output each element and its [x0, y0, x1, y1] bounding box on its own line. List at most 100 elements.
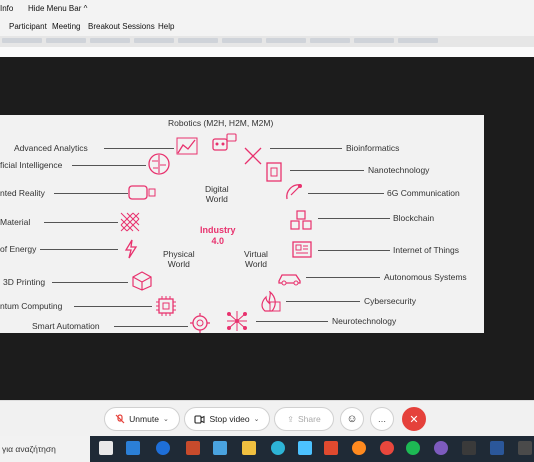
left-label-energy: of Energy — [0, 244, 37, 254]
video-camera-icon — [194, 414, 205, 424]
menu-breakout-sessions[interactable]: Breakout Sessions — [88, 22, 155, 31]
mail-icon[interactable] — [213, 441, 227, 455]
quantum-chip-icon — [156, 296, 176, 316]
blockchain-icon — [290, 210, 312, 230]
connector-line — [104, 148, 174, 149]
iot-screen-icon — [292, 241, 312, 258]
browser-tab — [398, 38, 438, 43]
right-label-nanotech: Nanotechnology — [368, 165, 430, 175]
task-view-icon[interactable] — [99, 441, 113, 455]
left-label-reality: nted Reality — [0, 188, 45, 198]
brain-icon — [148, 153, 170, 175]
word-icon[interactable] — [490, 441, 504, 455]
viber-icon[interactable] — [434, 441, 448, 455]
connector-line — [40, 249, 118, 250]
physical-world-label: Physical World — [163, 249, 195, 269]
file-explorer-icon[interactable] — [242, 441, 256, 455]
share-button[interactable]: ⇪ Share — [274, 407, 334, 431]
connector-line — [72, 165, 146, 166]
edge-icon[interactable] — [271, 441, 285, 455]
right-label-blockchain: Blockchain — [393, 213, 435, 223]
chevron-down-icon[interactable]: ⌄ — [253, 416, 260, 423]
menu-help[interactable]: Help — [158, 22, 175, 31]
digital-world-label: Digital World — [205, 184, 229, 204]
connector-line — [256, 321, 328, 322]
taskbar-search-box[interactable]: για αναζήτηση — [0, 436, 90, 462]
connector-line — [308, 193, 384, 194]
left-label-ai: ficial Intelligence — [0, 160, 63, 170]
left-label-automation: Smart Automation — [32, 321, 100, 331]
left-label-3d-printing: 3D Printing — [3, 277, 46, 287]
firefox-icon[interactable] — [352, 441, 366, 455]
connector-line — [318, 250, 390, 251]
robot-icon — [212, 133, 237, 151]
stop-video-label: Stop video — [209, 414, 250, 424]
robotics-label: Robotics (M2H, H2M, M2M) — [168, 118, 274, 128]
store-icon[interactable] — [126, 441, 140, 455]
connector-line — [286, 301, 360, 302]
dna-icon — [244, 147, 262, 165]
app-icon[interactable] — [298, 441, 312, 455]
menu-bar: Info Hide Menu Bar ^ Participant Meeting… — [0, 0, 534, 36]
connector-line — [306, 277, 380, 278]
connector-line — [44, 222, 118, 223]
browser-tab — [134, 38, 174, 43]
left-label-material: Material — [0, 217, 31, 227]
menu-participant[interactable]: Participant — [9, 22, 47, 31]
nanotech-chip-icon — [266, 162, 282, 182]
analytics-chart-icon — [176, 137, 198, 155]
connector-line — [114, 326, 188, 327]
connector-line — [270, 148, 342, 149]
material-grid-icon — [120, 212, 140, 232]
browser-tab — [354, 38, 394, 43]
hide-menu-bar-toggle[interactable]: Hide Menu Bar ^ — [28, 4, 88, 13]
powerpoint-icon[interactable] — [186, 441, 200, 455]
unmute-button[interactable]: Unmute ⌄ — [104, 407, 180, 431]
car-icon — [278, 274, 301, 286]
browser-tab — [46, 38, 86, 43]
virtual-world-label: Virtual World — [244, 249, 268, 269]
connector-line — [290, 170, 364, 171]
app-icon[interactable] — [518, 441, 532, 455]
mic-muted-icon — [115, 414, 125, 424]
right-label-autonomous: Autonomous Systems — [384, 272, 467, 282]
browser-tab — [90, 38, 130, 43]
browser-tab — [178, 38, 218, 43]
stop-video-button[interactable]: Stop video ⌄ — [184, 407, 270, 431]
satellite-dish-icon — [286, 184, 302, 200]
chrome-icon[interactable] — [380, 441, 394, 455]
browser-tab — [310, 38, 350, 43]
reactions-button[interactable]: ☺ — [340, 407, 364, 431]
menu-meeting[interactable]: Meeting — [52, 22, 81, 31]
end-meeting-button[interactable]: ✕ — [402, 407, 426, 431]
browser-tab — [2, 38, 42, 43]
neural-network-icon — [227, 311, 247, 331]
close-icon: ✕ — [409, 413, 419, 426]
left-label-quantum: ntum Computing — [0, 301, 63, 311]
more-options-button[interactable]: … — [370, 407, 394, 431]
app-icon[interactable] — [462, 441, 476, 455]
browser-tab — [222, 38, 262, 43]
connector-line — [318, 218, 390, 219]
connector-line — [52, 282, 128, 283]
share-icon: ⇪ — [287, 414, 294, 424]
right-label-iot: Internet of Things — [393, 245, 459, 255]
cybersecurity-fire-icon — [261, 291, 281, 312]
vr-headset-icon — [128, 185, 156, 200]
connector-line — [54, 193, 128, 194]
unmute-label: Unmute — [129, 414, 159, 424]
left-label-analytics: Advanced Analytics — [14, 143, 88, 153]
presentation-slide: Robotics (M2H, H2M, M2M) Digital World P… — [0, 115, 484, 333]
connector-line — [74, 306, 152, 307]
edge-legacy-icon[interactable] — [156, 441, 170, 455]
menu-info[interactable]: Info — [0, 4, 14, 13]
right-label-6g: 6G Communication — [387, 188, 460, 198]
spotify-icon[interactable] — [406, 441, 420, 455]
energy-bolt-icon — [124, 239, 138, 259]
share-label: Share — [298, 414, 321, 424]
app-icon[interactable] — [324, 441, 338, 455]
right-label-cybersecurity: Cybersecurity — [364, 296, 416, 306]
chevron-down-icon[interactable]: ⌄ — [162, 416, 169, 423]
meeting-control-bar: Unmute ⌄ Stop video ⌄ ⇪ Share ☺ … ✕ — [0, 400, 534, 437]
right-label-neurotech: Neurotechnology — [332, 316, 397, 326]
